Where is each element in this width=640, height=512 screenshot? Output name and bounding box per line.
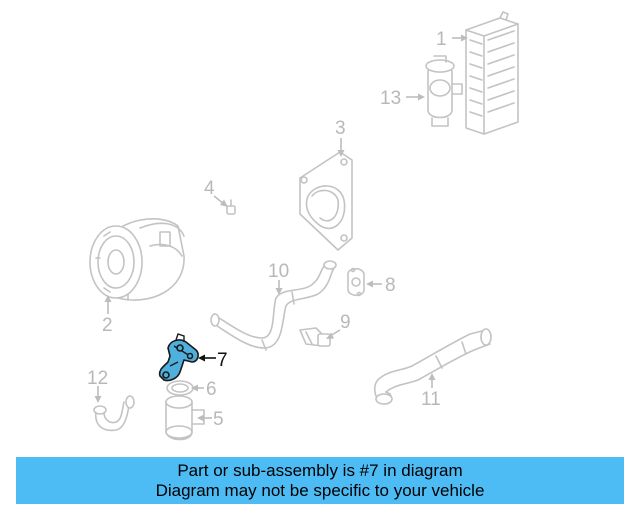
- part-1-radiator: [465, 11, 519, 135]
- part-13-valve: [425, 55, 463, 127]
- part-11-hose: [373, 328, 492, 405]
- part-4-bolt: [226, 199, 236, 215]
- callout-8: 8: [385, 275, 396, 296]
- part-8-gasket: [347, 267, 365, 297]
- part-12-hose: [93, 395, 135, 432]
- callout-13: 13: [380, 88, 401, 109]
- part-10-hose: [210, 260, 337, 351]
- info-banner: Part or sub-assembly is #7 in diagram Di…: [16, 457, 624, 504]
- part-9-connector: [299, 327, 331, 347]
- callout-4: 4: [204, 178, 215, 199]
- part-7-bracket-highlighted: [158, 333, 199, 382]
- parts-diagram: 1 13 3 4 2: [87, 11, 519, 441]
- part-6-ring: [166, 380, 194, 396]
- callout-12: 12: [87, 368, 108, 389]
- callout-5: 5: [213, 409, 224, 430]
- callout-2: 2: [102, 315, 113, 336]
- callout-3: 3: [335, 118, 346, 139]
- banner-line-2: Diagram may not be specific to your vehi…: [155, 480, 485, 500]
- callout-7-highlighted: 7: [217, 350, 228, 371]
- part-3-gasket: [299, 151, 353, 251]
- callout-6: 6: [206, 379, 217, 400]
- callout-9: 9: [340, 312, 351, 333]
- callout-10: 10: [268, 261, 289, 282]
- banner-line-1: Part or sub-assembly is #7 in diagram: [177, 460, 463, 480]
- part-2-air-pump: [89, 218, 185, 301]
- callout-11: 11: [421, 389, 441, 410]
- callout-1: 1: [436, 29, 447, 50]
